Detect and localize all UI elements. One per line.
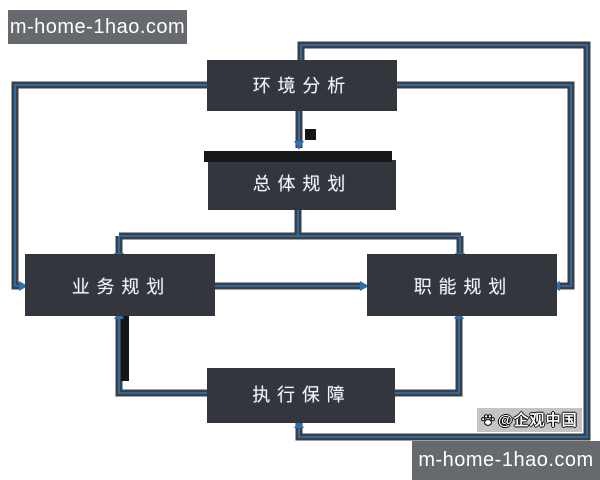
node-label: 环境分析 bbox=[252, 75, 353, 96]
node-environment-analysis: 环境分析 bbox=[207, 60, 397, 111]
black-square-accent bbox=[305, 129, 316, 140]
overall-planning-top-bar bbox=[204, 151, 392, 162]
node-business-planning: 业务规划 bbox=[25, 254, 215, 316]
watermark-bottom-right: m-home-1hao.com bbox=[412, 441, 600, 480]
watermark-text: m-home-1hao.com bbox=[418, 449, 594, 471]
credit-text: @企观中国 bbox=[498, 412, 578, 429]
node-functional-planning: 职能规划 bbox=[367, 254, 557, 316]
paw-icon bbox=[481, 413, 495, 426]
black-bar-accent bbox=[121, 311, 129, 381]
node-label: 总体规划 bbox=[252, 174, 353, 194]
watermark-text: m-home-1hao.com bbox=[9, 15, 186, 38]
node-label: 执行保障 bbox=[252, 384, 352, 405]
node-label: 职能规划 bbox=[413, 277, 514, 297]
node-overall-planning: 总体规划 bbox=[208, 160, 396, 210]
credit-watermark: @企观中国 bbox=[477, 408, 582, 432]
node-label: 业务规划 bbox=[71, 277, 172, 297]
node-execution-guarantee: 执行保障 bbox=[207, 368, 395, 423]
watermark-top-left: m-home-1hao.com bbox=[8, 10, 187, 44]
